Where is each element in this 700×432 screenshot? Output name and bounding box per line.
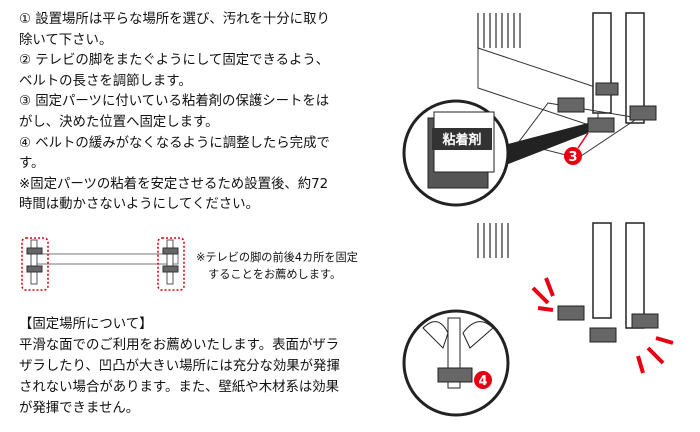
adhesive-label-box xyxy=(432,128,492,150)
placement-line: されない場合があります。また、壁紙や木材系は効果 xyxy=(19,380,340,395)
step-line: ※固定パーツの粘着を安定させるため設置後、約72 xyxy=(19,176,329,192)
diagram-note: ※テレビの脚の前後4カ所を固定 することをお薦めします。 xyxy=(196,250,358,283)
highlight-box xyxy=(157,237,185,291)
highlight-box xyxy=(21,237,49,291)
placement-line: 平滑な面でのご利用をお薦めいたします。表面がザラ xyxy=(19,338,340,353)
step4-illustration: 4 xyxy=(402,222,674,417)
step3-illustration: 3 粘着剤 xyxy=(402,12,657,207)
placement-line: ザラしたり、凹凸が大きい場所には充分な効果が発揮 xyxy=(19,359,340,374)
step3-number: 3 xyxy=(568,150,577,165)
placement-line: が発揮できません。 xyxy=(19,401,140,416)
placement-section: 【固定場所について】 平滑な面でのご利用をお薦めいたします。表面がザラ ザラした… xyxy=(19,314,340,419)
step-line: ベルトの長さを調節します。 xyxy=(19,73,192,89)
step-line: ④ ベルトの緩みがなくなるように調整したら完成で xyxy=(19,135,330,151)
placement-heading: 【固定場所について】 xyxy=(19,317,153,332)
step-line: 除いて下さい。 xyxy=(19,32,113,48)
adhesive-label: 粘着剤 xyxy=(441,132,481,148)
step4-badge xyxy=(474,371,492,389)
step-line: ② テレビの脚をまたぐようにして固定できるよう、 xyxy=(19,53,330,69)
step3-badge xyxy=(564,147,582,165)
placement-diagram xyxy=(21,237,185,291)
step-line: 時間は動かさないようにしてください。 xyxy=(19,197,259,213)
note-line: ※テレビの脚の前後4カ所を固定 xyxy=(196,251,358,264)
note-line: することをお薦めします。 xyxy=(208,267,342,281)
step-line: ③ 固定パーツに付いている粘着剤の保護シートをは xyxy=(19,94,330,110)
step-line: ① 設置場所は平らな場所を選び、汚れを十分に取り xyxy=(19,12,330,27)
installation-steps: ① 設置場所は平らな場所を選び、汚れを十分に取り 除いて下さい。 ② テレビの脚… xyxy=(19,10,389,216)
step4-number: 4 xyxy=(478,374,487,389)
step-line: がし、決めた位置へ固定します。 xyxy=(19,114,219,130)
impact-marks xyxy=(531,277,674,374)
fixing-part-icon xyxy=(26,239,179,285)
step-line: す。 xyxy=(19,156,45,172)
